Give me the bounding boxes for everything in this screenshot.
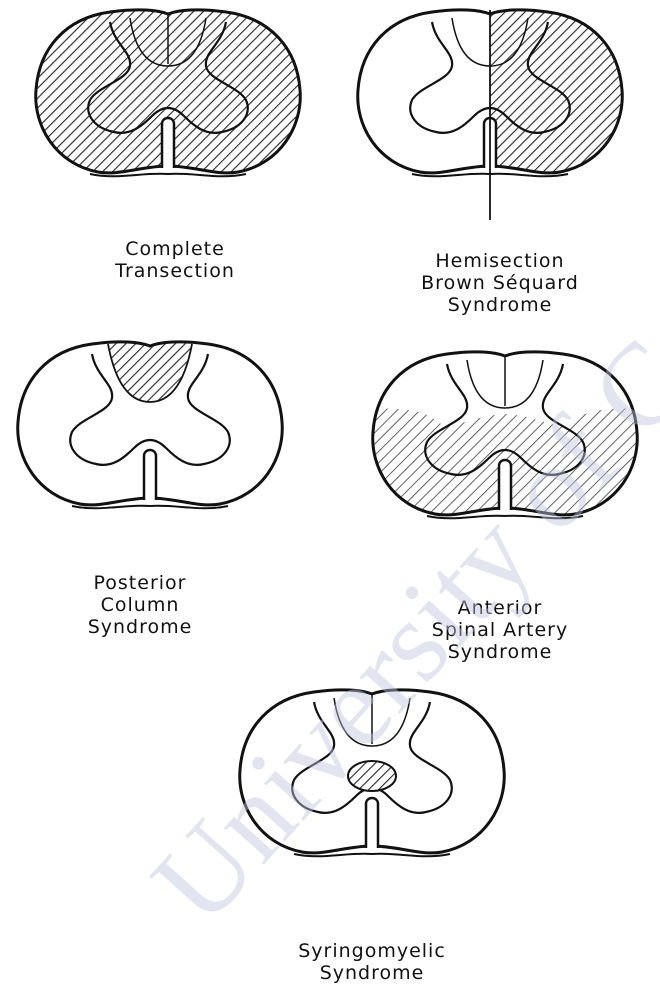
caption-syringomyelic: Syringomyelic Syndrome bbox=[262, 940, 482, 984]
caption-line: Brown Séquard bbox=[380, 272, 620, 294]
caption-line: Syndrome bbox=[380, 294, 620, 316]
caption-line: Complete bbox=[60, 238, 290, 260]
caption-line: Column bbox=[40, 594, 240, 616]
caption-line: Syndrome bbox=[390, 641, 610, 663]
cord-diagram-anterior bbox=[355, 350, 655, 525]
cord-diagram-posterior bbox=[0, 340, 300, 515]
caption-line: Hemisection bbox=[380, 250, 620, 272]
panel-posterior-column bbox=[0, 340, 300, 515]
caption-line: Syndrome bbox=[40, 616, 240, 638]
caption-line: Transection bbox=[60, 260, 290, 282]
caption-line: Spinal Artery bbox=[390, 619, 610, 641]
caption-complete-transection: Complete Transection bbox=[60, 238, 290, 282]
caption-line: Syndrome bbox=[262, 962, 482, 984]
caption-line: Syringomyelic bbox=[262, 940, 482, 962]
cord-diagram-hemisection bbox=[340, 8, 650, 228]
cord-diagram-complete bbox=[18, 8, 318, 178]
panel-syringomyelic bbox=[222, 688, 522, 863]
panel-hemisection bbox=[340, 8, 650, 228]
caption-hemisection: Hemisection Brown Séquard Syndrome bbox=[380, 250, 620, 316]
caption-line: Posterior bbox=[40, 572, 240, 594]
panel-anterior-spinal-artery bbox=[355, 350, 655, 525]
caption-anterior-spinal-artery: Anterior Spinal Artery Syndrome bbox=[390, 597, 610, 663]
caption-posterior-column: Posterior Column Syndrome bbox=[40, 572, 240, 638]
caption-line: Anterior bbox=[390, 597, 610, 619]
syrinx-lesion bbox=[348, 761, 396, 791]
cord-diagram-syringomyelic bbox=[222, 688, 522, 863]
panel-complete-transection bbox=[18, 8, 318, 178]
